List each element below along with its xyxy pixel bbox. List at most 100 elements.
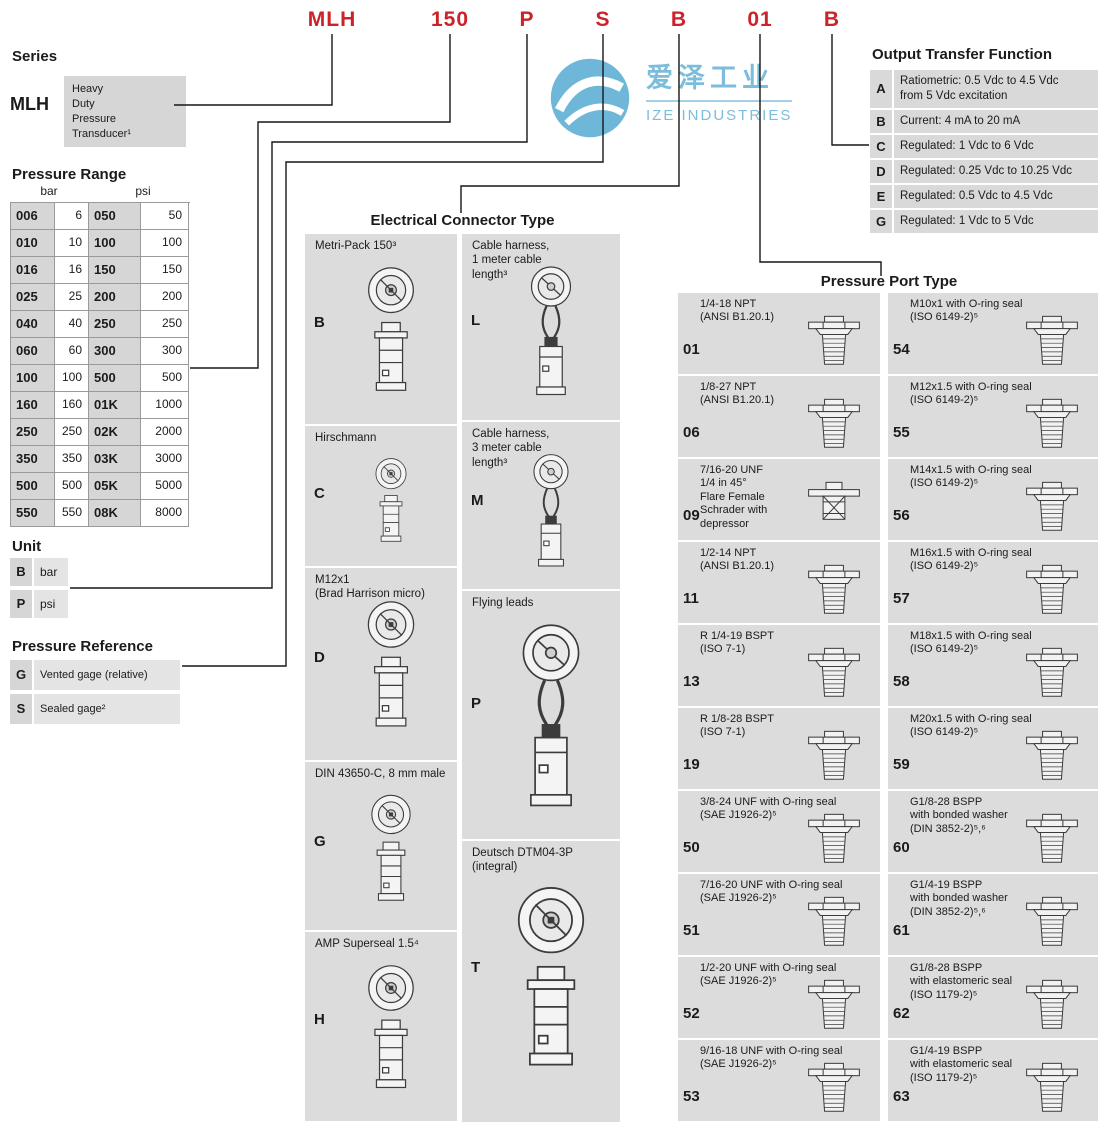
psi-value: 3000 xyxy=(141,446,189,473)
watermark-cn-text: 爱泽工业 xyxy=(646,63,774,93)
output-transfer-row: C Regulated: 1 Vdc to 6 Vdc xyxy=(870,134,1098,158)
pressure-range-row: 040 40 250 250 xyxy=(11,311,190,338)
bar-value: 350 xyxy=(55,446,89,473)
pressure-range-row: 010 10 100 100 xyxy=(11,230,190,257)
connector-code: T xyxy=(471,959,481,977)
port-code: 06 xyxy=(683,424,700,441)
port-icon xyxy=(793,312,875,370)
unit-title: Unit xyxy=(12,538,42,555)
series-code: MLH xyxy=(10,94,49,114)
connector-icon xyxy=(341,962,441,1115)
pressure-reference-table: G Vented gage (relative) S Sealed gage² xyxy=(10,660,182,728)
port-option: M12x1.5 with O-ring seal (ISO 6149-2)⁵ 5… xyxy=(888,376,1098,457)
pressure-reference-title: Pressure Reference xyxy=(12,638,153,655)
port-code: 50 xyxy=(683,839,700,856)
psi-code: 03K xyxy=(89,446,141,473)
port-option: M16x1.5 with O-ring seal (ISO 6149-2)⁵ 5… xyxy=(888,542,1098,623)
part-number-segment: 01 xyxy=(747,8,773,31)
bar-value: 40 xyxy=(55,311,89,338)
bar-value: 500 xyxy=(55,473,89,500)
port-column-left: 1/4-18 NPT (ANSI B1.20.1) 01 1/8-27 NPT … xyxy=(678,293,880,1123)
pressure-range-row: 550 550 08K 8000 xyxy=(11,500,190,527)
series-description: Heavy Duty Pressure Transducer¹ xyxy=(64,76,186,148)
output-transfer-title: Output Transfer Function xyxy=(872,46,1052,63)
psi-code: 500 xyxy=(89,365,141,392)
connector-option: Hirschmann C xyxy=(305,426,457,566)
port-label: 1/2-14 NPT (ANSI B1.20.1) xyxy=(700,547,774,573)
bar-code: 250 xyxy=(11,419,55,446)
bar-code: 010 xyxy=(11,230,55,257)
watermark: 爱泽工业 IZE INDUSTRIES xyxy=(548,56,793,140)
output-transfer-code: C xyxy=(870,134,894,158)
bar-code: 006 xyxy=(11,203,55,230)
psi-value: 100 xyxy=(141,230,189,257)
port-code: 58 xyxy=(893,673,910,690)
pressure-range-headers: bar psi xyxy=(10,184,198,198)
unit-label: bar xyxy=(34,558,68,586)
port-option: 7/16-20 UNF 1/4 in 45° Flare Female Schr… xyxy=(678,459,880,540)
port-label: M20x1.5 with O-ring seal (ISO 6149-2)⁵ xyxy=(910,713,1032,739)
psi-value: 50 xyxy=(141,203,189,230)
port-code: 59 xyxy=(893,756,910,773)
bar-value: 250 xyxy=(55,419,89,446)
psi-code: 02K xyxy=(89,419,141,446)
output-transfer-label: Regulated: 0.5 Vdc to 4.5 Vdc xyxy=(894,184,1098,208)
port-code: 19 xyxy=(683,756,700,773)
psi-value: 150 xyxy=(141,257,189,284)
line-mlh-to-series xyxy=(174,34,333,106)
connector-label: Hirschmann xyxy=(315,432,377,444)
port-icon xyxy=(793,561,875,619)
bar-code: 350 xyxy=(11,446,55,473)
psi-value: 200 xyxy=(141,284,189,311)
series-title: Series xyxy=(12,48,58,65)
port-icon xyxy=(793,478,875,536)
port-icon xyxy=(793,810,875,868)
bar-value: 6 xyxy=(55,203,89,230)
part-number-segment: B xyxy=(823,8,841,31)
bar-code: 040 xyxy=(11,311,55,338)
connector-code: G xyxy=(314,832,326,850)
pressure-reference-code: S xyxy=(10,694,34,724)
psi-code: 08K xyxy=(89,500,141,527)
port-option: M18x1.5 with O-ring seal (ISO 6149-2)⁵ 5… xyxy=(888,625,1098,706)
connector-code: D xyxy=(314,648,325,666)
bar-code: 025 xyxy=(11,284,55,311)
connector-column-left: Metri-Pack 150³ B Hirschmann C M12x1 (Br… xyxy=(305,234,457,1123)
part-number-code: MLH 150 P S B 01 B xyxy=(0,0,1100,31)
port-label: R 1/8-28 BSPT (ISO 7-1) xyxy=(700,713,774,739)
psi-code: 150 xyxy=(89,257,141,284)
pressure-reference-row: G Vented gage (relative) xyxy=(10,660,182,690)
output-transfer-code: B xyxy=(870,109,894,133)
bar-code: 500 xyxy=(11,473,55,500)
port-label: M12x1.5 with O-ring seal (ISO 6149-2)⁵ xyxy=(910,381,1032,407)
connector-option: Metri-Pack 150³ B xyxy=(305,234,457,424)
bar-value: 550 xyxy=(55,500,89,527)
port-code: 01 xyxy=(683,341,700,358)
psi-value: 2000 xyxy=(141,419,189,446)
connector-icon xyxy=(341,792,441,924)
connector-option: AMP Superseal 1.5⁴ H xyxy=(305,932,457,1121)
port-label: 3/8-24 UNF with O-ring seal (SAE J1926-2… xyxy=(700,796,837,822)
port-option: M20x1.5 with O-ring seal (ISO 6149-2)⁵ 5… xyxy=(888,708,1098,789)
unit-row: B bar xyxy=(10,558,70,586)
unit-code: P xyxy=(10,590,34,618)
psi-value: 1000 xyxy=(141,392,189,419)
output-transfer-row: B Current: 4 mA to 20 mA xyxy=(870,109,1098,133)
output-transfer-row: A Ratiometric: 0.5 Vdc to 4.5 Vdc from 5… xyxy=(870,70,1098,108)
port-option: R 1/8-28 BSPT (ISO 7-1) 19 xyxy=(678,708,880,789)
port-label: M16x1.5 with O-ring seal (ISO 6149-2)⁵ xyxy=(910,547,1032,573)
connector-option: Cable harness, 3 meter cable length³ M xyxy=(462,422,620,589)
port-icon xyxy=(1011,893,1093,951)
connector-icon xyxy=(341,598,441,754)
connector-label: AMP Superseal 1.5⁴ xyxy=(315,938,419,950)
port-label: M18x1.5 with O-ring seal (ISO 6149-2)⁵ xyxy=(910,630,1032,656)
connector-icon xyxy=(341,264,441,418)
port-icon xyxy=(1011,810,1093,868)
connector-label: M12x1 (Brad Harrison micro) xyxy=(315,574,425,601)
port-label: 7/16-20 UNF with O-ring seal (SAE J1926-… xyxy=(700,879,843,905)
series-row: MLH Heavy Duty Pressure Transducer¹ xyxy=(10,76,186,148)
port-icon xyxy=(1011,727,1093,785)
port-option: 1/2-20 UNF with O-ring seal (SAE J1926-2… xyxy=(678,957,880,1038)
bar-code: 016 xyxy=(11,257,55,284)
psi-code: 01K xyxy=(89,392,141,419)
